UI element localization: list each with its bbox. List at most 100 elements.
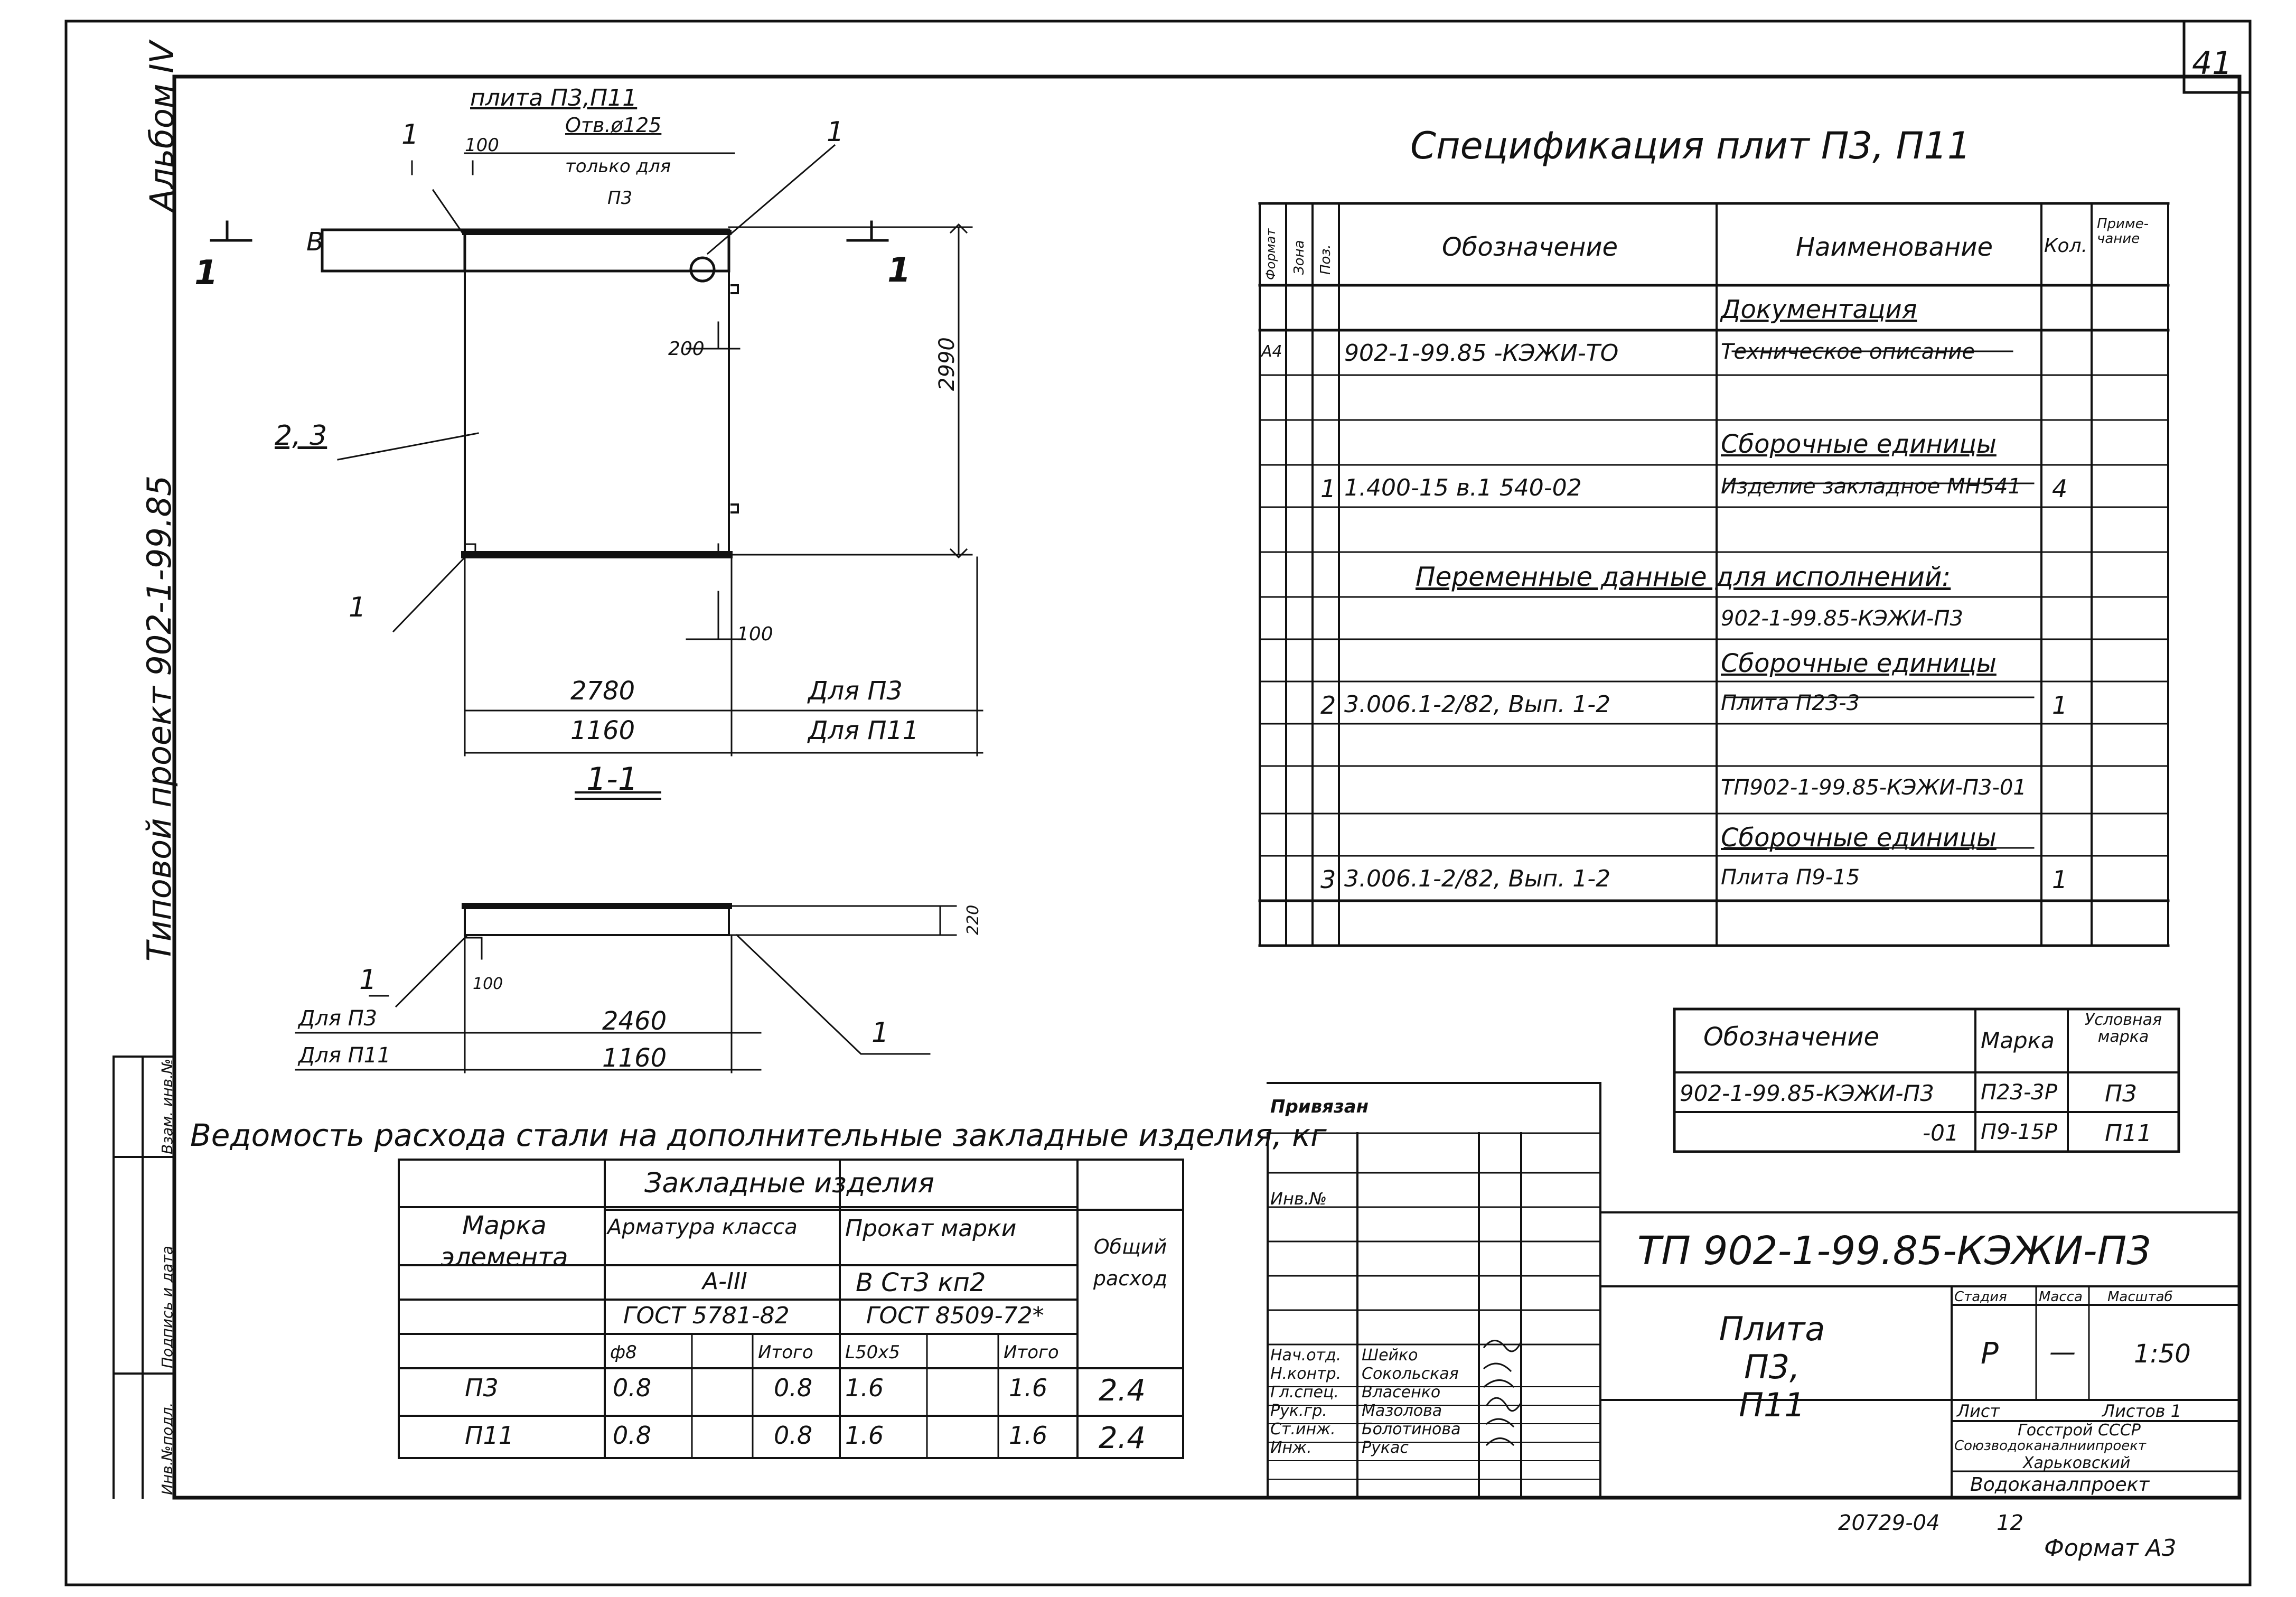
stamp-mass-head: Масса: [2039, 1289, 2083, 1305]
steel-cell-mark: П11: [465, 1421, 514, 1450]
stamp-role: Ст.инж.: [1270, 1420, 1336, 1439]
spec-cell-format: А4: [1261, 342, 1282, 361]
stamp-name: Плита П3, П11: [1719, 1310, 1825, 1424]
callout-23: 2, 3: [275, 420, 327, 452]
side-project: Типовой проект 902-1-99.85: [140, 475, 179, 961]
stamp-person: Болотинова: [1362, 1420, 1461, 1439]
spec-cell-pos: 3: [1320, 865, 1336, 894]
spec-head-designation: Обозначение: [1442, 232, 1618, 262]
section-title: 1-1: [586, 761, 638, 798]
plan-title: плита П3,П11: [470, 85, 638, 111]
dim-200: 200: [668, 338, 705, 360]
steel-cell-value: 0.8: [774, 1374, 813, 1402]
side-album: Альбом IV: [143, 41, 181, 211]
len-p11-label: Для П11: [808, 716, 919, 745]
spec-cell-name: Техническое описание: [1721, 340, 1975, 364]
steel-head-arm-cls: А-III: [702, 1268, 747, 1295]
steel-head-group: Закладные изделия: [644, 1168, 934, 1199]
stamp-scale-head: Масштаб: [2107, 1289, 2173, 1305]
steel-subheader: Итого: [758, 1342, 813, 1363]
stamp-role: Нач.отд.: [1270, 1346, 1342, 1365]
spec-cell-designation: 902-1-99.85 -КЭЖИ-ТО: [1344, 340, 1619, 367]
steel-cell-value: 0.8: [613, 1421, 652, 1450]
spec-cell-name: Сборочные единицы: [1721, 823, 1997, 853]
spec-title: Спецификация плит П3, П11: [1410, 124, 1971, 167]
marks-cell-mark: П23-3Р: [1981, 1080, 2057, 1105]
stamp-code: ТП 902-1-99.85-КЭЖИ-П3: [1637, 1228, 2152, 1274]
spec-cell-name: Изделие закладное МН541: [1721, 474, 2021, 499]
sec-len-p11-label: Для П11: [298, 1043, 391, 1068]
spec-cell-span: Переменные данные для исполнений:: [1416, 562, 1951, 592]
sec-dim-100: 100: [473, 975, 503, 993]
hole-note-2: только для: [565, 156, 671, 177]
stamp-org-3: Харьковский: [2023, 1454, 2131, 1472]
spec-head-qty: Кол.: [2044, 235, 2088, 257]
marks-cell-designation: 902-1-99.85-КЭЖИ-П3: [1680, 1080, 1934, 1106]
spec-head-zone: Зона: [1291, 240, 1307, 275]
marks-cell-conditional: П11: [2105, 1120, 2152, 1147]
dim-100-bottom: 100: [737, 623, 773, 645]
steel-cell-value: 2.4: [1099, 1421, 1146, 1455]
archive-page: 12: [1997, 1511, 2023, 1535]
section-mark-left: 1: [194, 254, 218, 293]
side-stamp-sign: Подпись и дата: [158, 1246, 176, 1368]
sec-len-p3-label: Для П3: [298, 1006, 378, 1031]
sec-thickness: 220: [964, 904, 982, 935]
steel-cell-value: 1.6: [1009, 1421, 1048, 1450]
stamp-privyazan: Привязан: [1270, 1096, 1369, 1117]
spec-cell-designation: 3.006.1-2/82, Вып. 1-2: [1344, 691, 1611, 718]
spec-cell-designation: 3.006.1-2/82, Вып. 1-2: [1344, 865, 1611, 892]
callout-1-low: 1: [349, 592, 367, 623]
len-p3-label: Для П3: [808, 676, 903, 706]
steel-subheader: ф8: [610, 1342, 637, 1363]
marks-cell-designation: -01: [1923, 1120, 1959, 1146]
dim-2990: 2990: [935, 337, 959, 391]
section-mark-right: 1: [887, 251, 911, 290]
stamp-person: Мазолова: [1362, 1402, 1442, 1420]
steel-head-mark: Марка элемента: [441, 1211, 568, 1272]
len-p3: 2780: [570, 676, 635, 706]
sheet-format: Формат А3: [2044, 1535, 2177, 1562]
spec-cell-qty: 4: [2052, 474, 2068, 503]
steel-head-prok-cls: В Ст3 кп2: [856, 1268, 986, 1297]
stamp-person: Сокольская: [1362, 1365, 1459, 1383]
hole-note-1: Отв.ø125: [565, 114, 662, 137]
archive-number: 20729-04: [1838, 1511, 1940, 1535]
stamp-org-4: Водоканалпроект: [1970, 1474, 2150, 1496]
spec-cell-name: 902-1-99.85-КЭЖИ-П3: [1721, 606, 1963, 631]
spec-cell-name: Сборочные единицы: [1721, 649, 1997, 678]
sheet-number: 41: [2192, 45, 2233, 82]
stamp-person: Шейко: [1362, 1346, 1418, 1365]
spec-cell-name: Плита П23-3: [1721, 691, 1860, 715]
sec-len-p11: 1160: [602, 1043, 667, 1073]
sec-len-p3: 2460: [602, 1006, 667, 1036]
marks-head-conditional: Условная марка: [2084, 1011, 2162, 1046]
stamp-person: Власенко: [1362, 1383, 1441, 1402]
steel-head-prok-gost: ГОСТ 8509-72*: [866, 1302, 1044, 1329]
steel-cell-value: 0.8: [613, 1374, 652, 1402]
stamp-stage-head: Стадия: [1954, 1289, 2007, 1305]
steel-cell-value: 2.4: [1099, 1374, 1146, 1408]
stamp-stage: Р: [1981, 1337, 1999, 1371]
steel-head-prok: Прокат марки: [845, 1215, 1017, 1242]
stamp-scale: 1:50: [2134, 1339, 2191, 1369]
steel-subheader: Итого: [1004, 1342, 1059, 1363]
spec-head-name: Наименование: [1796, 232, 1993, 262]
steel-head-arm: Арматура класса: [607, 1215, 798, 1239]
sec-callout-1-left: 1: [359, 964, 377, 996]
side-stamp-inv: Инв.№подл.: [158, 1402, 176, 1495]
dim-100-top: 100: [465, 135, 499, 156]
stamp-role: Гл.спец.: [1270, 1383, 1339, 1402]
steel-head-arm-gost: ГОСТ 5781-82: [623, 1302, 790, 1329]
spec-cell-pos: 1: [1320, 474, 1336, 503]
callout-1-left: 1: [401, 119, 419, 151]
spec-cell-name: ТП902-1-99.85-КЭЖИ-П3-01: [1721, 776, 2027, 800]
label-b: В: [306, 227, 324, 257]
steel-subheader: L50x5: [845, 1342, 900, 1363]
stamp-org-2: Союзводоканалниипроект: [1954, 1438, 2147, 1454]
spec-cell-name: Плита П9-15: [1721, 865, 1860, 890]
steel-cell-mark: П3: [465, 1374, 499, 1402]
stamp-mass: —: [2049, 1337, 2076, 1367]
spec-head-note: Приме-чание: [2097, 216, 2149, 247]
